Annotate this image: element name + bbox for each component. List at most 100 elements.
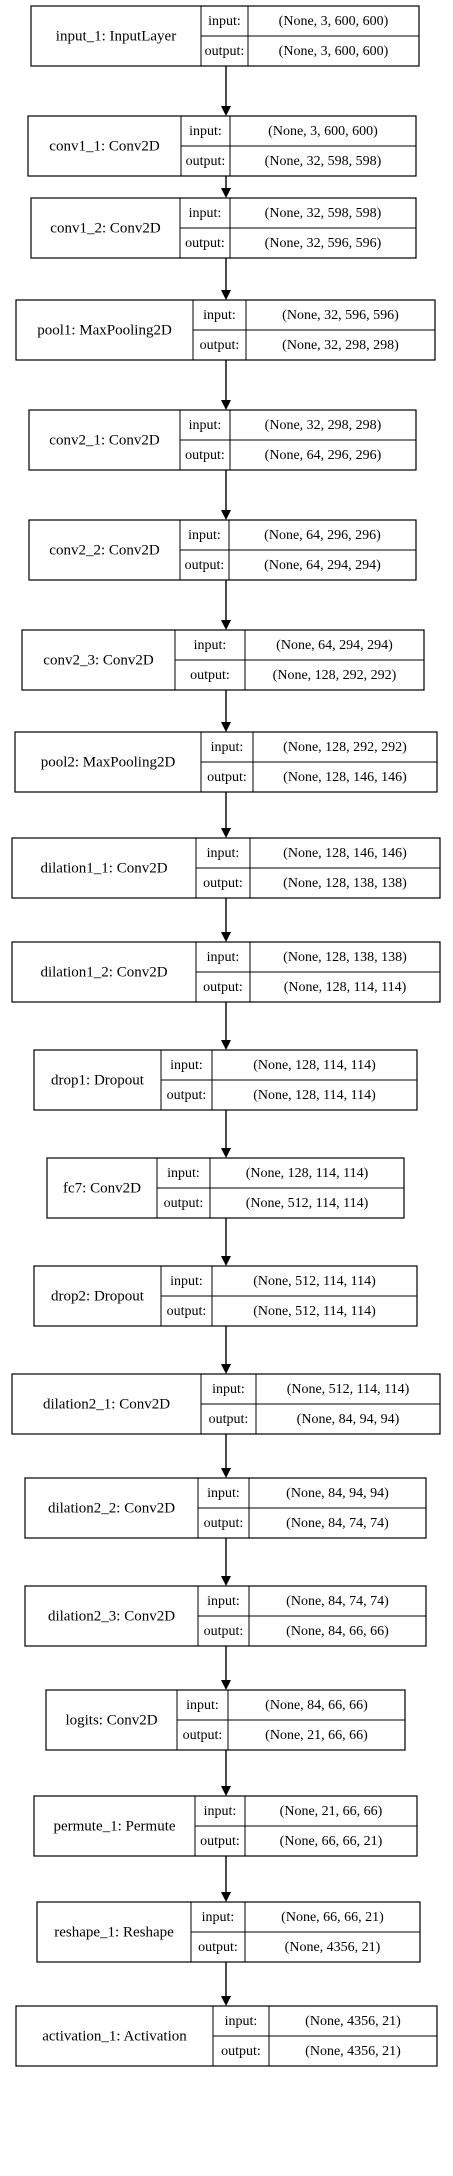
layer-name: logits: Conv2D <box>65 1712 157 1728</box>
output-shape: (None, 128, 114, 114) <box>284 980 407 995</box>
layer-node: pool2: MaxPooling2D input: output: (None, 1… <box>14 731 438 793</box>
input-label: input: <box>170 1058 203 1073</box>
output-shape: (None, 84, 74, 74) <box>286 1516 389 1531</box>
input-shape: (None, 128, 114, 114) <box>246 1166 369 1181</box>
output-shape: (None, 128, 292, 292) <box>273 668 397 683</box>
arrow-head-icon <box>221 188 231 198</box>
arrow-head-icon <box>221 1364 231 1374</box>
input-label: input: <box>204 1804 237 1819</box>
arrow-head-icon <box>221 1576 231 1586</box>
layer-name: dilation1_1: Conv2D <box>40 860 167 876</box>
output-shape: (None, 128, 114, 114) <box>253 1088 376 1103</box>
input-label: input: <box>211 740 244 755</box>
arrow-head-icon <box>221 722 231 732</box>
layer-name: conv1_2: Conv2D <box>50 220 161 236</box>
arrow-head-icon <box>221 1786 231 1796</box>
layer-node: drop1: Dropout input: output: (None, 128, 1… <box>33 1049 418 1111</box>
input-label: input: <box>207 1594 240 1609</box>
output-label: output: <box>207 770 247 785</box>
input-label: input: <box>188 528 221 543</box>
arrow-head-icon <box>221 620 231 630</box>
arrow-head-icon <box>221 290 231 300</box>
output-shape: (None, 4356, 21) <box>285 1940 381 1955</box>
input-label: input: <box>225 2014 258 2029</box>
arrow-head-icon <box>221 1256 231 1266</box>
input-label: input: <box>170 1274 203 1289</box>
output-label: output: <box>186 154 226 169</box>
layer-name: conv2_2: Conv2D <box>49 542 160 558</box>
output-shape: (None, 512, 114, 114) <box>246 1196 369 1211</box>
output-shape: (None, 32, 598, 598) <box>265 154 382 169</box>
layer-name: dilation2_2: Conv2D <box>48 1500 175 1516</box>
layer-node: conv1_1: Conv2D input: output: (None, 3, 60… <box>27 115 417 177</box>
layer-name: dilation1_2: Conv2D <box>40 964 167 980</box>
input-shape: (None, 84, 74, 74) <box>286 1594 389 1609</box>
input-label: input: <box>208 14 241 29</box>
arrow-head-icon <box>221 1680 231 1690</box>
input-label: input: <box>207 846 240 861</box>
arrow-head-icon <box>221 1040 231 1050</box>
layer-name: drop2: Dropout <box>51 1288 145 1304</box>
layer-name: pool2: MaxPooling2D <box>41 754 176 770</box>
input-shape: (None, 128, 138, 138) <box>283 950 407 965</box>
arrow-head-icon <box>221 1892 231 1902</box>
layer-node: input_1: InputLayer input: output: (None, 3… <box>30 5 420 67</box>
input-label: input: <box>189 124 222 139</box>
arrow-head-icon <box>221 1148 231 1158</box>
output-shape: (None, 3, 600, 600) <box>279 44 389 59</box>
layer-node: dilation1_2: Conv2D input: output: (None, 1… <box>11 941 441 1003</box>
output-label: output: <box>203 980 243 995</box>
input-shape: (None, 128, 292, 292) <box>283 740 407 755</box>
output-shape: (None, 32, 596, 596) <box>265 236 382 251</box>
input-shape: (None, 512, 114, 114) <box>287 1382 410 1397</box>
output-shape: (None, 64, 296, 296) <box>265 448 382 463</box>
output-shape: (None, 84, 66, 66) <box>286 1624 389 1639</box>
input-label: input: <box>207 950 240 965</box>
input-shape: (None, 32, 298, 298) <box>265 418 382 433</box>
arrow-head-icon <box>221 400 231 410</box>
output-label: output: <box>183 1728 223 1743</box>
input-shape: (None, 512, 114, 114) <box>253 1274 376 1289</box>
arrow-head-icon <box>221 1996 231 2006</box>
layer-name: pool1: MaxPooling2D <box>37 322 172 338</box>
input-shape: (None, 128, 146, 146) <box>283 846 407 861</box>
layer-name: conv2_1: Conv2D <box>49 432 160 448</box>
input-label: input: <box>186 1698 219 1713</box>
output-label: output: <box>204 1516 244 1531</box>
output-label: output: <box>203 876 243 891</box>
output-label: output: <box>221 2044 261 2059</box>
output-label: output: <box>200 1834 240 1849</box>
arrow-head-icon <box>221 932 231 942</box>
output-label: output: <box>209 1412 249 1427</box>
output-label: output: <box>205 44 245 59</box>
input-shape: (None, 32, 598, 598) <box>265 206 382 221</box>
layer-name: input_1: InputLayer <box>56 28 176 44</box>
layer-name: conv2_3: Conv2D <box>43 652 154 668</box>
layer-name: fc7: Conv2D <box>63 1180 141 1196</box>
arrow-head-icon <box>221 828 231 838</box>
input-shape: (None, 32, 596, 596) <box>282 308 399 323</box>
input-label: input: <box>194 638 227 653</box>
layer-name: conv1_1: Conv2D <box>49 138 160 154</box>
arrow-head-icon <box>221 106 231 116</box>
layer-name: dilation2_1: Conv2D <box>43 1396 170 1412</box>
input-shape: (None, 21, 66, 66) <box>280 1804 383 1819</box>
layer-name: drop1: Dropout <box>51 1072 145 1088</box>
input-shape: (None, 3, 600, 600) <box>268 124 378 139</box>
output-label: output: <box>167 1088 207 1103</box>
input-label: input: <box>167 1166 200 1181</box>
output-shape: (None, 66, 66, 21) <box>280 1834 383 1849</box>
output-shape: (None, 64, 294, 294) <box>264 558 381 573</box>
output-shape: (None, 32, 298, 298) <box>282 338 399 353</box>
